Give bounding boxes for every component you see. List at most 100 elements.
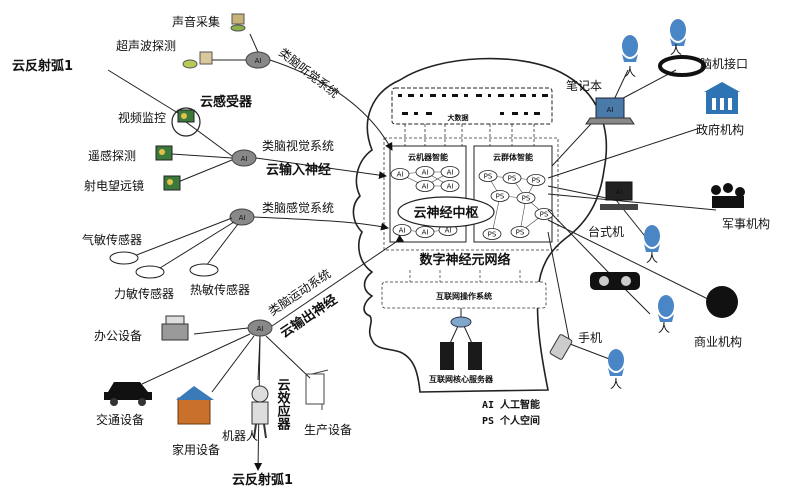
big-data-box: [391, 87, 553, 125]
right-links: [547, 69, 719, 361]
svg-text:AI: AI: [399, 227, 406, 235]
svg-text:AI: AI: [607, 106, 614, 114]
svg-text:AI: AI: [445, 227, 452, 235]
military-label: 军事机构: [722, 216, 770, 231]
svg-text:PS: PS: [488, 231, 497, 239]
ps-node: PS: [510, 226, 530, 238]
ps-node: PS: [526, 174, 546, 186]
effector-production-label: 生产设备: [304, 423, 352, 437]
auditory-system-label: 类脑听觉系统: [276, 45, 341, 100]
hub-visual: AI: [231, 149, 257, 167]
svg-text:PS: PS: [540, 211, 549, 219]
person-icon: 人: [608, 349, 624, 391]
reflex-arc-top: 云反射弧1: [12, 58, 73, 74]
ai-node: AI: [440, 180, 460, 192]
sensor-telescope-label: 射电望远镜: [84, 178, 144, 193]
sensor-sound-label: 声音采集: [172, 14, 220, 29]
telescope-icon: [163, 175, 181, 191]
svg-text:AI: AI: [616, 188, 623, 196]
oil-pump-icon: [305, 369, 329, 410]
machine-intel-label: 云机器智能: [408, 152, 448, 162]
cloud-neural-center-label: 云神经中枢: [413, 205, 478, 221]
sensor-lines: [107, 33, 405, 327]
ps-node: PS: [482, 228, 502, 240]
effector-home-label: 家用设备: [172, 442, 220, 457]
sensor-video-label: 视频监控: [118, 110, 166, 125]
svg-text:AI: AI: [397, 171, 404, 179]
microphone-icon: [230, 13, 246, 32]
cloud-neural-center: [397, 196, 495, 228]
big-data-dots: [398, 94, 548, 115]
svg-text:AI: AI: [241, 155, 248, 163]
svg-text:PS: PS: [484, 173, 493, 181]
internet-os-label: 互联网操作系统: [436, 291, 492, 301]
ai-node: AI: [390, 168, 410, 180]
ps-node: PS: [490, 190, 510, 202]
ps-node: PS: [534, 208, 554, 220]
sensor-ultrasound-label: 超声波探测: [116, 38, 176, 53]
sensor-heat-label: 热敏传感器: [190, 282, 250, 297]
svg-text:AI: AI: [447, 183, 454, 191]
os-links: [409, 270, 521, 282]
effector-lines: [141, 327, 311, 471]
sensor-force-label: 力敏传感器: [114, 286, 174, 301]
svg-text:¥: ¥: [718, 296, 726, 310]
gov-label: 政府机构: [696, 122, 744, 137]
sensor-remote-label: 遥感探测: [88, 148, 136, 163]
printer-icon: [161, 315, 189, 341]
laptop-icon: AI: [585, 97, 635, 125]
ai-node: AI: [415, 180, 435, 192]
business-label: 商业机构: [694, 334, 742, 349]
person-icon: 人: [644, 225, 660, 265]
person-icon: 人: [670, 19, 686, 57]
government-building-icon: [704, 82, 740, 114]
svg-text:AI: AI: [257, 325, 264, 333]
svg-text:PS: PS: [516, 229, 525, 237]
ultrasound-icon: [182, 51, 213, 69]
laptop-label: 笔记本: [566, 78, 602, 93]
server-icon: [440, 308, 482, 370]
svg-text:PS: PS: [508, 175, 517, 183]
bci-label: 脑机接口: [700, 56, 748, 71]
heat-sensor-icon: [189, 263, 219, 277]
effector-robot-label: 机器人: [222, 429, 258, 443]
desktop-label: 台式机: [588, 224, 624, 239]
sensor-gas-label: 气敏传感器: [82, 232, 142, 247]
internet-os-box: [381, 281, 547, 309]
input-nerve-label: 云输入神经: [266, 162, 331, 178]
ai-node: AI: [415, 226, 435, 238]
svg-text:PS: PS: [532, 177, 541, 185]
phone-icon: [549, 334, 573, 360]
ps-node: PS: [516, 192, 536, 204]
effector-office-label: 办公设备: [94, 328, 142, 343]
hub-auditory: AI: [245, 51, 271, 69]
person-icon: 人: [658, 295, 674, 335]
bci-headband-icon: [658, 55, 706, 77]
force-sensor-icon: [135, 265, 165, 279]
reflex-arc-bottom: 云反射弧1: [232, 472, 293, 488]
ai-node: AI: [440, 166, 460, 178]
visual-system-label: 类脑视觉系统: [262, 138, 334, 153]
person-label: 人: [610, 377, 622, 391]
neural-network-frame: [383, 137, 559, 251]
big-data-label: 大数据: [448, 113, 469, 122]
phone-label: 手机: [578, 331, 602, 345]
person-icon: 人: [622, 35, 638, 79]
military-icon: [711, 183, 745, 208]
person-label: 人: [646, 251, 658, 265]
servers-label: 互联网核心服务器: [429, 374, 494, 384]
person-label: 人: [670, 43, 682, 57]
svg-text:AI: AI: [422, 183, 429, 191]
effector-cloud-label: 云效应器: [275, 378, 292, 431]
gas-sensor-icon: [109, 251, 139, 265]
person-label: 人: [624, 65, 636, 79]
ps-nodes: PS PS PS PS PS PS PS PS: [478, 170, 554, 240]
legend-ps: PS 个人空间: [482, 414, 540, 427]
person-label: 人: [658, 321, 670, 335]
svg-text:PS: PS: [496, 193, 505, 201]
ps-node: PS: [502, 172, 522, 184]
svg-text:AI: AI: [422, 229, 429, 237]
